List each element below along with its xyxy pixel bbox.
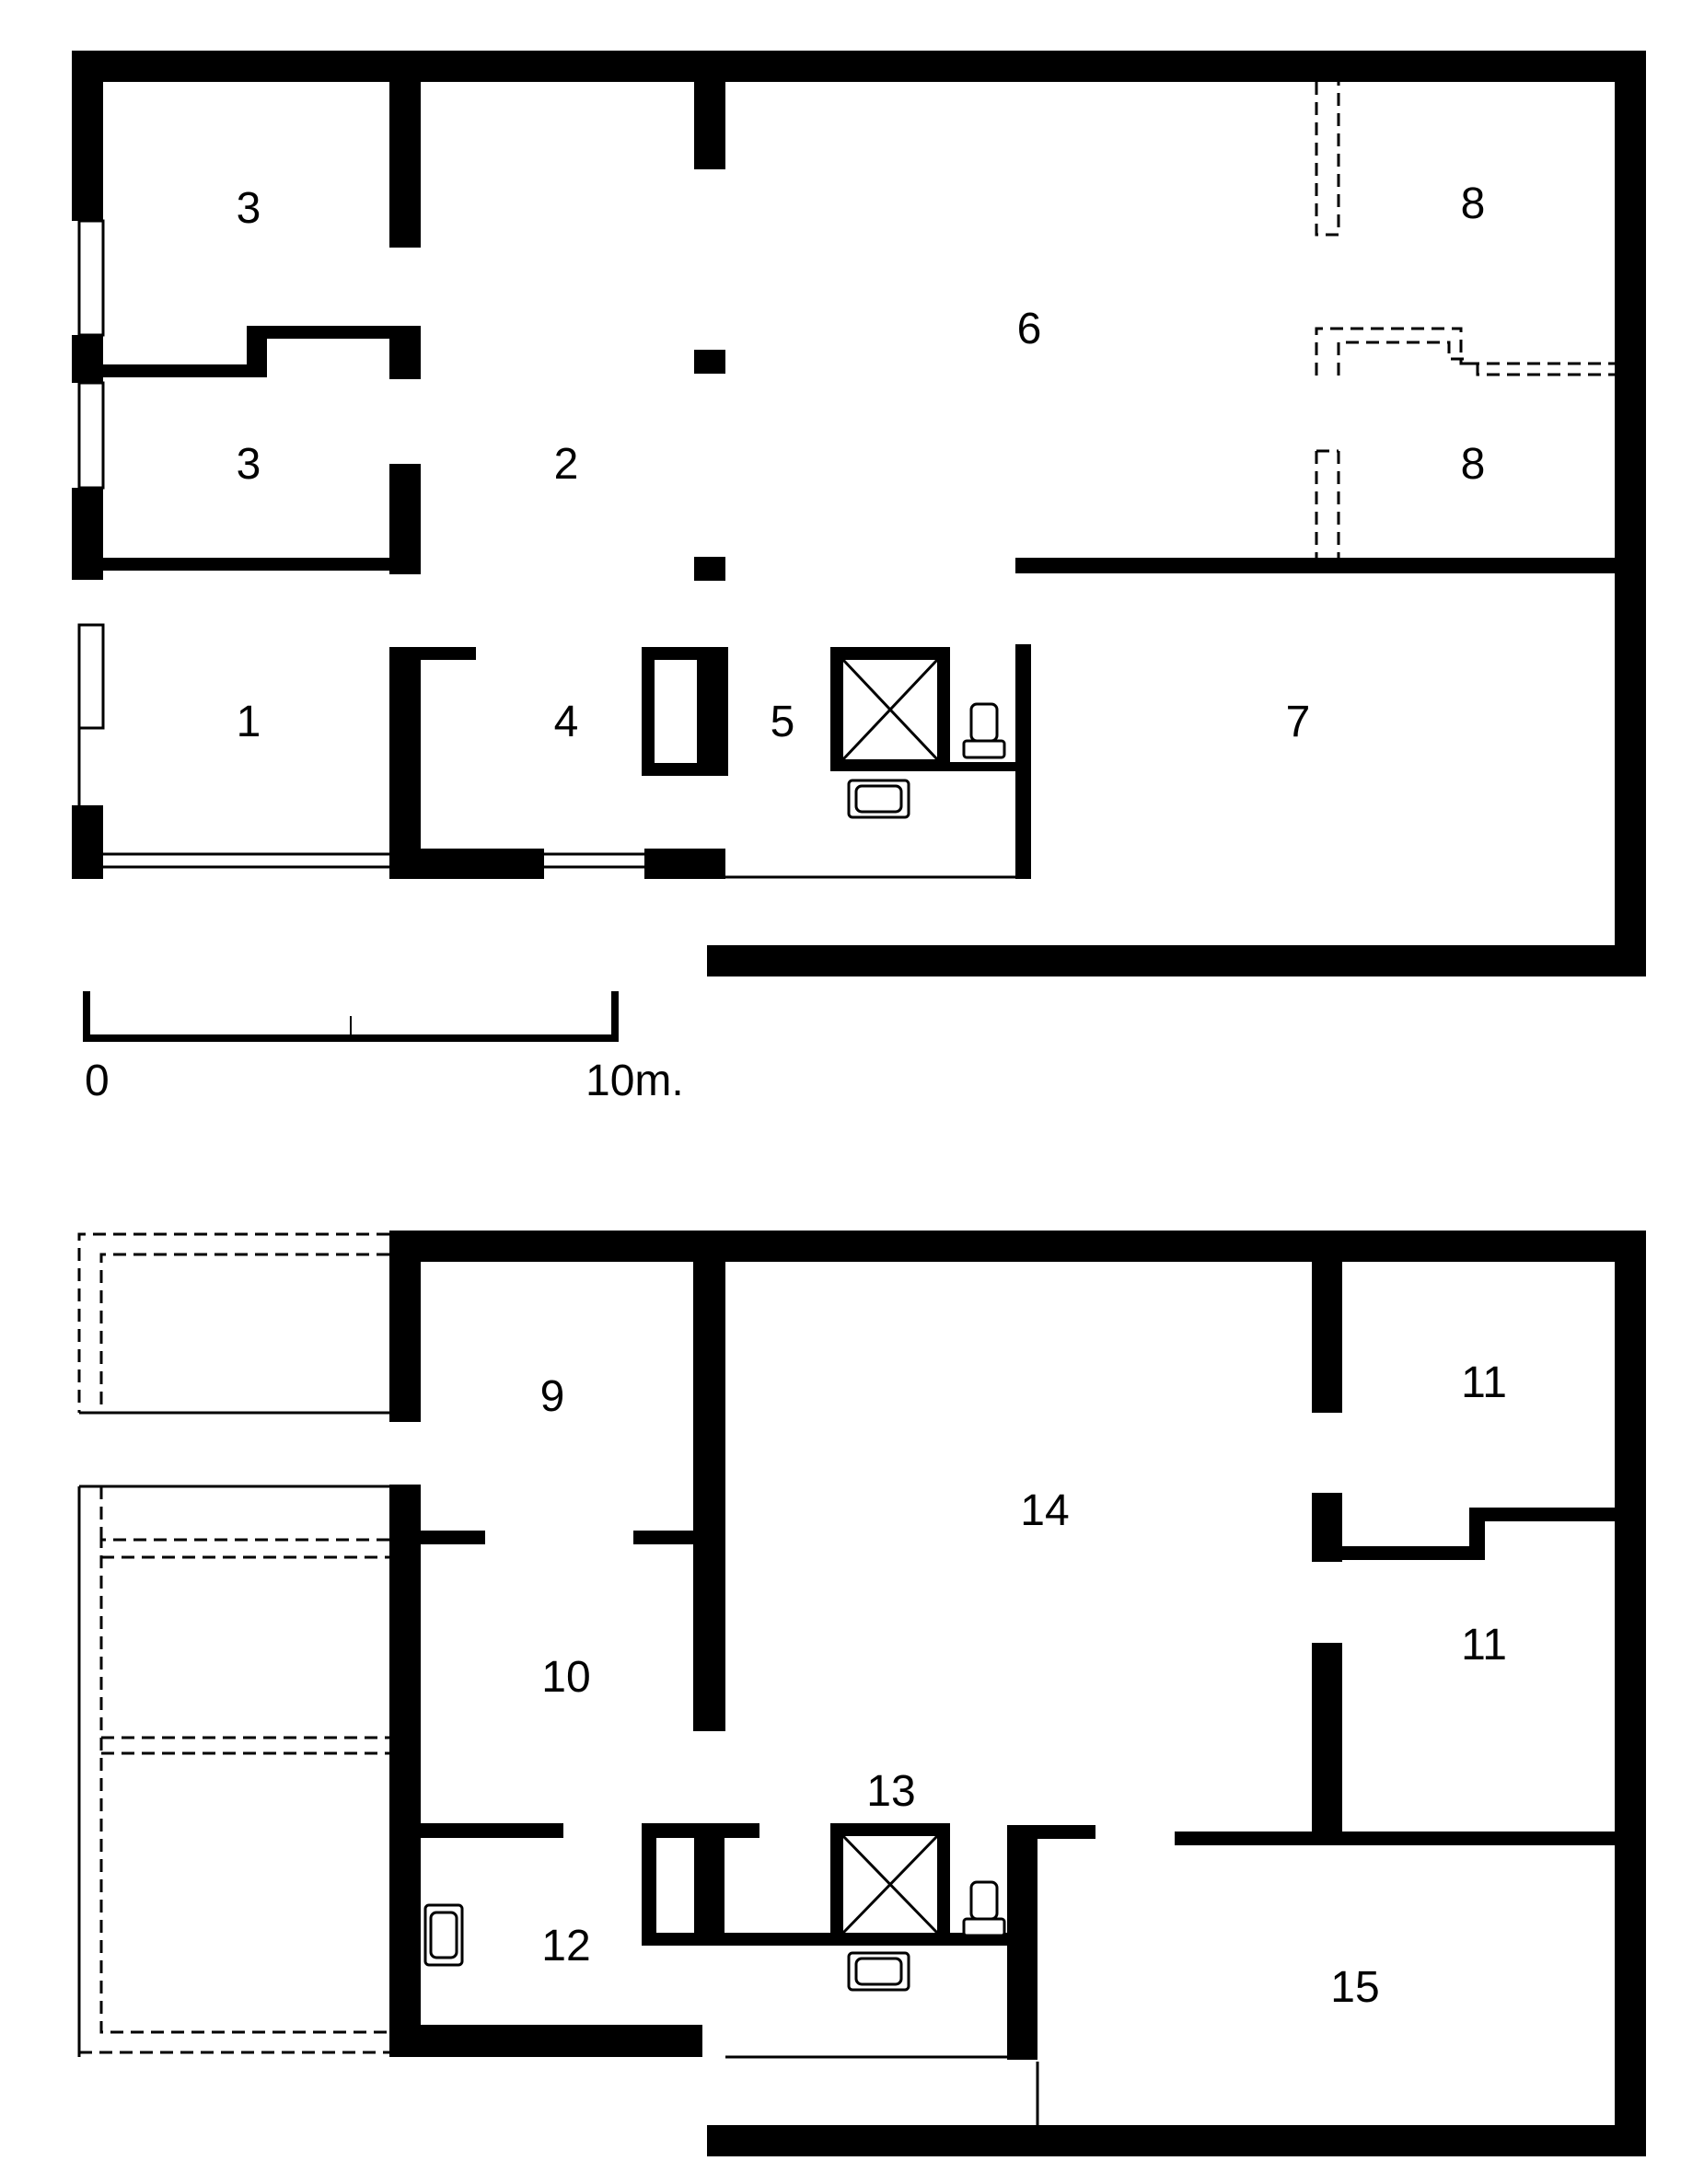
room-label-4: 4 — [554, 698, 579, 746]
room-label-7: 7 — [1286, 698, 1311, 746]
scale-end-label: 10m. — [585, 1057, 684, 1105]
lower-thin-lines — [77, 1293, 1338, 2125]
room-label-13: 13 — [866, 1767, 915, 1816]
room-label-9: 9 — [540, 1372, 565, 1421]
room-label-3-lower: 3 — [237, 440, 261, 489]
lower-walls — [389, 1231, 1646, 2156]
room-label-15: 15 — [1330, 1963, 1379, 2012]
toilet-icon — [969, 1880, 999, 1921]
upper-thin-lines — [77, 219, 1024, 879]
upper-dashed-lines — [1315, 82, 1615, 558]
room-label-12: 12 — [541, 1922, 590, 1970]
lower-dashed-lines — [77, 1232, 389, 2054]
room-labels: 3 3 2 6 8 8 1 4 5 7 9 11 14 11 10 13 12 … — [237, 179, 1507, 2012]
room-label-5: 5 — [771, 698, 795, 746]
room-label-6: 6 — [1017, 305, 1042, 353]
room-label-3-upper: 3 — [237, 184, 261, 233]
room-label-1: 1 — [237, 698, 261, 746]
lower-floor-plan — [77, 1231, 1646, 2156]
room-label-14: 14 — [1020, 1486, 1069, 1535]
scale-start-label: 0 — [85, 1057, 110, 1105]
room-label-8-lower: 8 — [1461, 440, 1486, 489]
upper-fixtures — [847, 702, 1006, 819]
room-label-8-upper: 8 — [1461, 179, 1486, 228]
scale-bar: 0 10m. — [83, 991, 684, 1105]
upper-walls — [72, 51, 1646, 976]
upper-floor-plan — [72, 51, 1646, 976]
room-label-10: 10 — [541, 1653, 590, 1702]
lower-fixtures — [423, 1880, 1006, 1992]
room-label-2: 2 — [554, 440, 579, 489]
toilet-icon — [969, 702, 999, 743]
room-label-11-upper: 11 — [1461, 1358, 1507, 1407]
room-label-11-lower: 11 — [1461, 1621, 1507, 1670]
